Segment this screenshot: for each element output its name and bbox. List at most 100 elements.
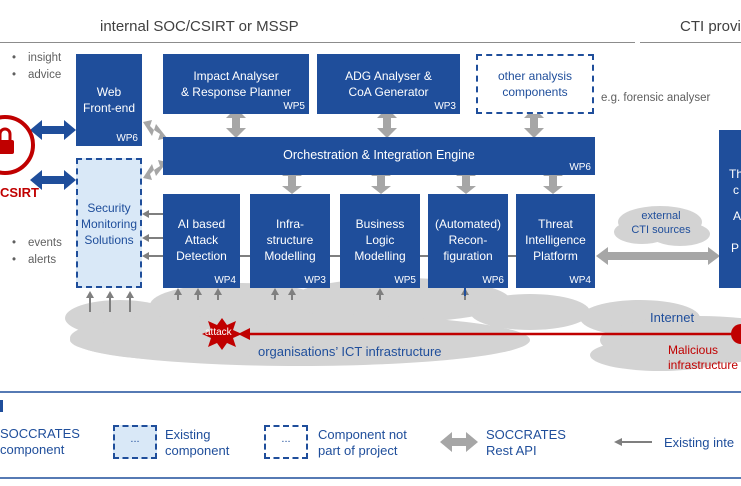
- sms-line3: Solutions: [84, 233, 134, 247]
- legend-soccrates-line1: SOCCRATES: [0, 426, 80, 441]
- legend-api-line2: Rest API: [486, 443, 537, 458]
- bullet-insight: insight: [28, 52, 62, 64]
- reconfiguration-box[interactable]: (Automated) Recon- figuration WP6: [428, 194, 508, 288]
- legend-soccrates-line2: component: [0, 442, 65, 457]
- cti-provider-box[interactable]: Th c A P: [719, 130, 741, 288]
- business-logic-box[interactable]: Business Logic Modelling WP5: [340, 194, 420, 288]
- forensic-note: e.g. forensic analyser: [601, 92, 711, 104]
- impact-line2: & Response Planner: [180, 85, 292, 99]
- csirt-logo: [0, 115, 35, 175]
- malicious-line1: Malicious: [668, 343, 719, 357]
- impact-line1: Impact Analyser: [193, 69, 279, 83]
- legend-existing-line2: component: [165, 443, 230, 458]
- legend-existing-swatch: ...: [113, 425, 157, 459]
- ict-infrastructure-label: organisations’ ICT infrastructure: [258, 344, 442, 359]
- orchestration-engine-box[interactable]: Orchestration & Integration Engine WP6: [163, 137, 595, 175]
- sms-line2: Monitoring: [80, 217, 138, 231]
- blm-line3: Modelling: [354, 249, 406, 263]
- header-right: CTI provi: [680, 18, 741, 35]
- blm-line2: Logic: [365, 233, 395, 247]
- legend-rest-api: SOCCRATES Rest API: [486, 427, 566, 459]
- reconf-line1: (Automated): [434, 217, 502, 231]
- infra-wp: WP3: [304, 275, 326, 286]
- tip-line1: Threat: [538, 217, 573, 231]
- legend-notpart-line1: Component not: [318, 427, 407, 442]
- legend-existing-dots: ...: [130, 433, 140, 445]
- malicious-line2: infrastructure: [668, 358, 739, 372]
- attack-label: attack: [205, 327, 232, 338]
- web-front-end-box[interactable]: Web Front-end WP6: [76, 54, 142, 146]
- legend-existing-line1: Existing: [165, 427, 211, 442]
- bullet-events: events: [28, 237, 62, 249]
- external-cti-label: external CTI sources: [630, 209, 692, 237]
- ai-line3: Detection: [176, 249, 227, 263]
- web-wp: WP6: [116, 133, 138, 144]
- impact-analyser-box[interactable]: Impact Analyser & Response Planner WP5: [163, 54, 309, 114]
- security-monitoring-box[interactable]: Security Monitoring Solutions: [76, 158, 142, 288]
- reconf-line3: figuration: [443, 249, 493, 263]
- infra-line1: Infra-: [275, 217, 304, 231]
- adg-line1: ADG Analyser &: [345, 69, 432, 83]
- tip-line3: Platform: [533, 249, 578, 263]
- front-end-arrows: [30, 120, 76, 190]
- internet-cloud: [580, 300, 741, 371]
- blm-line1: Business: [355, 217, 405, 231]
- internet-label: Internet: [650, 310, 695, 325]
- legend-api-line1: SOCCRATES: [486, 427, 566, 442]
- legend-notpart-component: Component not part of project: [318, 427, 407, 459]
- infra-line3: Modelling: [264, 249, 316, 263]
- other-line2: components: [502, 85, 568, 99]
- legend-soccrates-swatch: [0, 400, 3, 412]
- bullets-bottom: •events •alerts: [12, 237, 62, 266]
- right-line3: A: [733, 209, 741, 223]
- other-analysis-box[interactable]: other analysis components: [476, 54, 594, 114]
- legend-notpart-swatch: ...: [264, 425, 308, 459]
- legend-soccrates-component: SOCCRATES component: [0, 426, 80, 458]
- external-cti-line2: CTI sources: [631, 224, 691, 236]
- adg-line2: CoA Generator: [348, 85, 429, 99]
- legend-notpart-line2: part of project: [318, 443, 398, 458]
- bullets-top: •insight •advice: [12, 52, 62, 81]
- other-line1: other analysis: [497, 69, 573, 83]
- sms-line1: Security: [87, 201, 131, 215]
- right-line4: P: [731, 241, 740, 255]
- blm-wp: WP5: [394, 275, 416, 286]
- csirt-label: CSIRT: [0, 185, 39, 200]
- infra-line2: structure: [266, 233, 314, 247]
- external-cti-line1: external: [641, 210, 681, 222]
- adg-wp: WP3: [434, 101, 456, 112]
- legend-api-arrow-icon: [440, 432, 478, 452]
- right-line2: c: [733, 183, 739, 197]
- orch-wp: WP6: [569, 162, 591, 173]
- legend-notpart-dots: ...: [281, 433, 291, 445]
- tip-line2: Intelligence: [525, 233, 586, 247]
- bullet-alerts: alerts: [28, 254, 57, 266]
- legend-existing-interface-arrow-icon: [614, 438, 652, 446]
- external-cti-cloud: [614, 206, 710, 246]
- ai-attack-detection-box[interactable]: AI based Attack Detection WP4: [163, 194, 240, 288]
- threat-intelligence-box[interactable]: Threat Intelligence Platform WP4: [516, 194, 595, 288]
- ai-line1: AI based: [177, 217, 226, 231]
- bullet-advice: advice: [28, 69, 62, 81]
- legend-existing-interface: Existing inte: [664, 435, 735, 450]
- header-right-rule: [640, 42, 741, 43]
- adg-analyser-box[interactable]: ADG Analyser & CoA Generator WP3: [317, 54, 460, 114]
- malicious-label: Malicious infrastructure: [668, 343, 738, 373]
- reconf-line2: Recon-: [448, 233, 488, 247]
- impact-wp: WP5: [283, 101, 305, 112]
- header-left: internal SOC/CSIRT or MSSP: [100, 18, 299, 35]
- header-left-rule: [0, 42, 635, 43]
- attack-arrow: [202, 318, 741, 350]
- orch-title: Orchestration & Integration Engine: [283, 148, 475, 162]
- right-line1: Th: [729, 167, 741, 181]
- infrastructure-modelling-box[interactable]: Infra- structure Modelling WP3: [250, 194, 330, 288]
- web-line1: Web: [96, 85, 122, 99]
- reconf-wp: WP6: [482, 275, 504, 286]
- web-line2: Front-end: [82, 101, 136, 115]
- tip-wp: WP4: [569, 275, 591, 286]
- ai-wp: WP4: [214, 275, 236, 286]
- legend-existing-component: Existing component: [165, 427, 229, 459]
- ict-cloud: [65, 278, 590, 366]
- ai-line2: Attack: [184, 233, 219, 247]
